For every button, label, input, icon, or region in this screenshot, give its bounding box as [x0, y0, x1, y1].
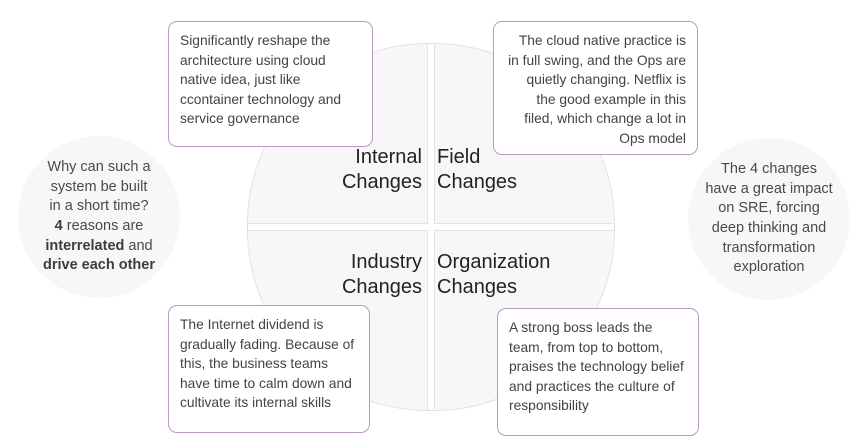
callout-internal-changes: Significantly reshape the architecture u… [168, 21, 373, 147]
left-line-3: in a short time? [49, 198, 149, 215]
left-bold-interrelated: interrelated [45, 237, 125, 254]
left-line-1: Why can such a [47, 158, 151, 175]
wheel-outer-ring [247, 43, 615, 411]
left-summary-circle: Why can such a system be built in a shor… [18, 136, 180, 298]
quadrant-label-industry: Industry Changes [341, 251, 422, 299]
quadrant-label-field: Field Changes [437, 146, 518, 194]
left-line-2: system be built [50, 178, 148, 195]
callout-organization-changes: A strong boss leads the team, from top t… [497, 308, 699, 436]
left-bold-drive: drive each other [42, 257, 155, 274]
left-mid-text: reasons are [62, 218, 144, 234]
callout-industry-changes: The Internet dividend is gradually fadin… [168, 305, 370, 433]
left-summary-text: Why can such a system be built in a shor… [18, 158, 180, 276]
right-summary-text: The 4 changes have a great impact on SRE… [705, 160, 833, 276]
quadrant-label-organization: Organization Changes [437, 251, 551, 299]
quadrant-label-internal: Internal Changes [341, 146, 422, 194]
right-summary-circle: The 4 changes have a great impact on SRE… [688, 138, 850, 300]
left-and-text: and [124, 237, 153, 254]
left-bold-count: 4 [54, 218, 63, 234]
central-wheel [247, 43, 615, 411]
callout-field-changes: The cloud native practice is in full swi… [493, 21, 698, 155]
